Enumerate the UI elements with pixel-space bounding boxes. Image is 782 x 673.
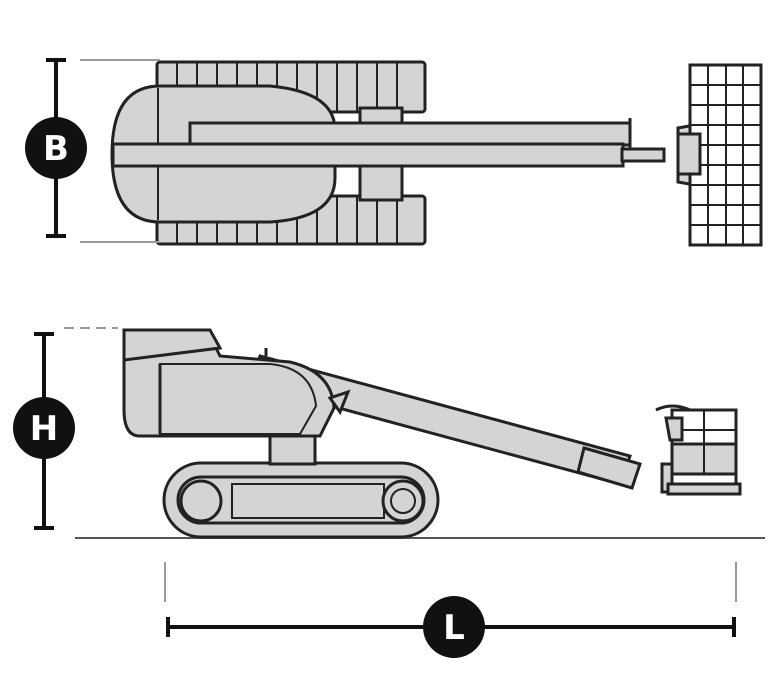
top-boom-inner bbox=[111, 142, 625, 168]
top-view bbox=[110, 60, 763, 247]
dimension-b-label: B bbox=[43, 129, 69, 169]
dimension-h-badge bbox=[13, 397, 75, 459]
side-pedestal bbox=[268, 434, 317, 466]
top-boom-tip bbox=[620, 147, 666, 163]
dimension-h: H bbox=[13, 327, 118, 530]
dimension-b: B bbox=[25, 58, 160, 243]
top-basket bbox=[688, 63, 763, 247]
dimension-l: L bbox=[164, 562, 737, 658]
side-track bbox=[162, 461, 440, 539]
side-view bbox=[75, 328, 765, 539]
top-connector-lower bbox=[358, 164, 404, 202]
dimension-l-badge bbox=[423, 596, 485, 658]
side-basket bbox=[655, 404, 742, 496]
dimension-h-label: H bbox=[30, 409, 58, 449]
top-boom-outer bbox=[188, 121, 632, 147]
top-basket-rotator bbox=[676, 132, 702, 176]
dimension-l-label: L bbox=[443, 608, 465, 648]
side-boom-tip bbox=[576, 446, 642, 490]
dimension-b-badge bbox=[25, 117, 87, 179]
